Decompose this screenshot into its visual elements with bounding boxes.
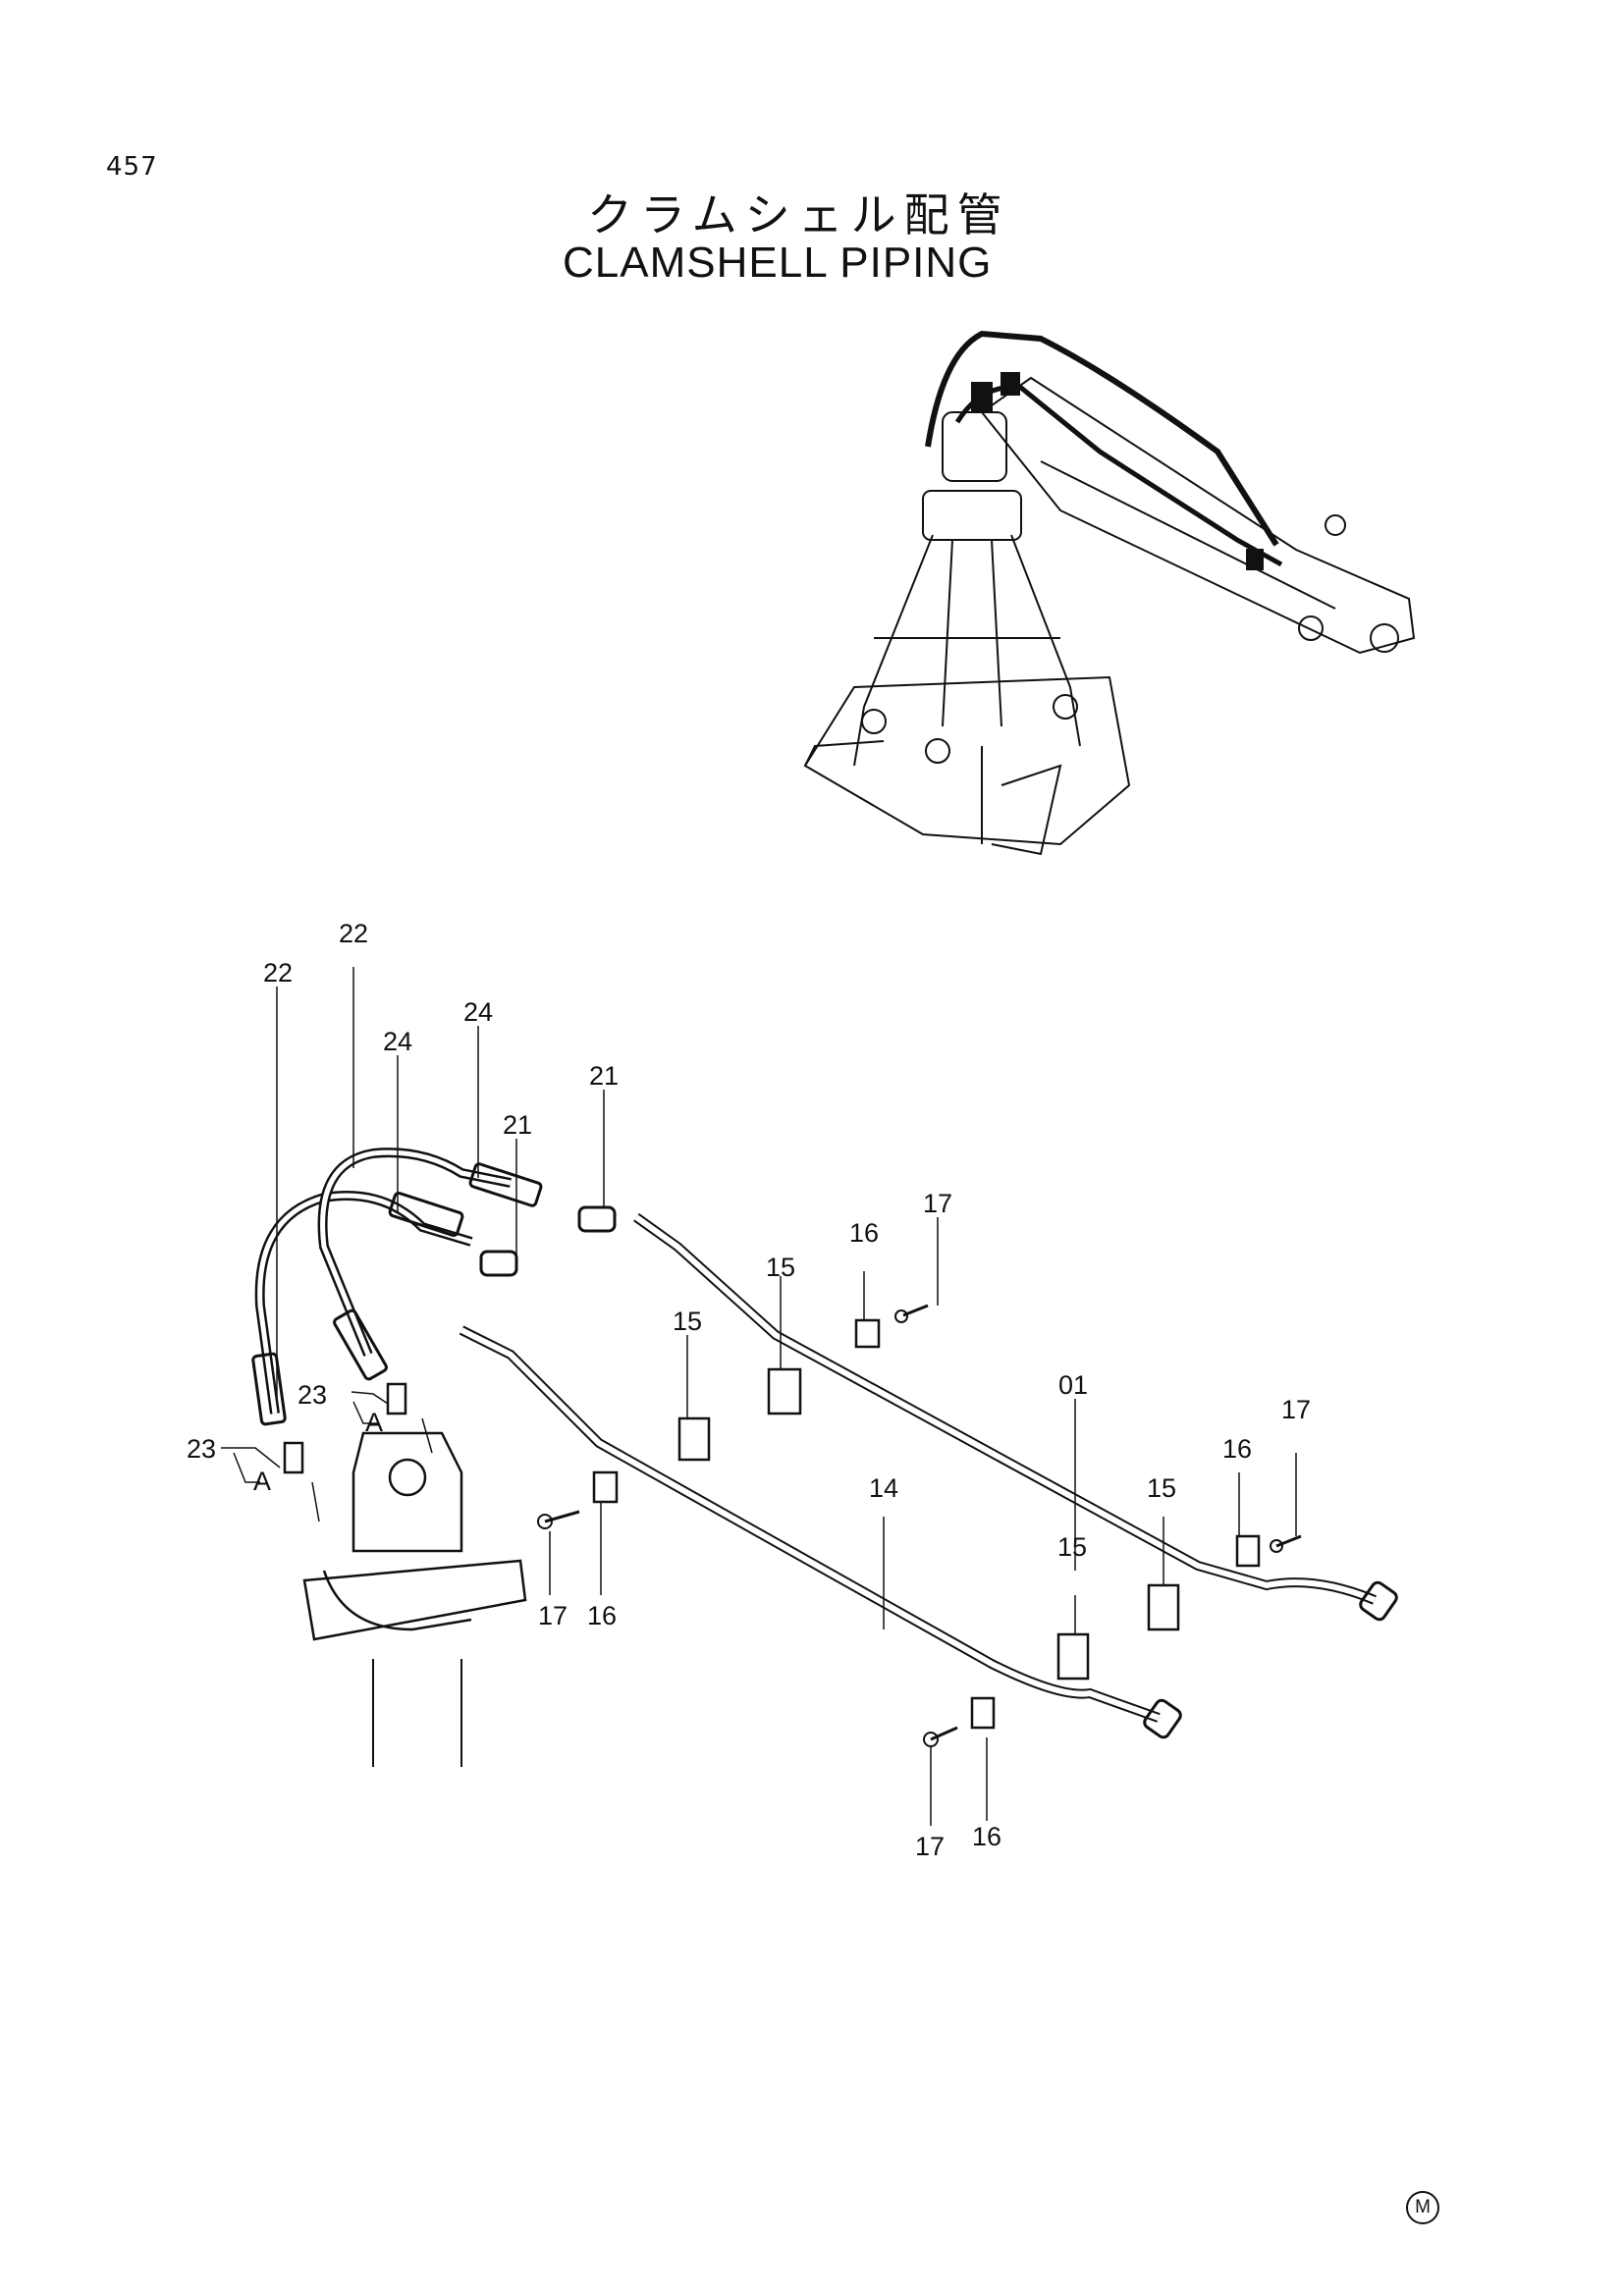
callout-16: 16 [849,1218,879,1248]
callout-24: 24 [463,997,493,1027]
callout-16: 16 [587,1601,617,1630]
callout-15: 15 [673,1307,702,1336]
callout-16: 16 [1222,1434,1252,1464]
corner-mark: M [1406,2191,1439,2224]
overview-illustration [803,330,1416,856]
title-english: CLAMSHELL PIPING [563,239,993,287]
callout-14: 14 [869,1473,898,1503]
hose-22-a [254,1191,473,1415]
exploded-piping [221,967,1398,1826]
callout-A: A [365,1408,383,1437]
page-number: 457 [106,152,158,182]
callout-22: 22 [263,958,293,988]
pipe-01 [633,1212,1377,1605]
callout-labels: 22 22 24 24 21 21 17 16 15 15 01 17 16 1… [187,919,1311,1861]
callout-17: 17 [915,1832,945,1861]
callout-23: 23 [298,1380,327,1410]
callout-21: 21 [503,1110,532,1140]
callout-15: 15 [1057,1532,1087,1562]
title-japanese: クラムシェル配管 [587,188,1010,241]
pipe-14 [459,1325,1161,1723]
callout-24: 24 [383,1027,412,1056]
callout-15: 15 [766,1253,795,1282]
callout-17: 17 [923,1189,952,1218]
callout-15: 15 [1147,1473,1176,1503]
callout-23: 23 [187,1434,216,1464]
callout-17: 17 [1281,1395,1311,1424]
callout-16: 16 [972,1822,1001,1851]
callout-17: 17 [538,1601,568,1630]
callout-01: 01 [1058,1370,1088,1400]
callout-22: 22 [339,919,368,948]
callout-21: 21 [589,1061,619,1091]
callout-A: A [253,1467,271,1496]
